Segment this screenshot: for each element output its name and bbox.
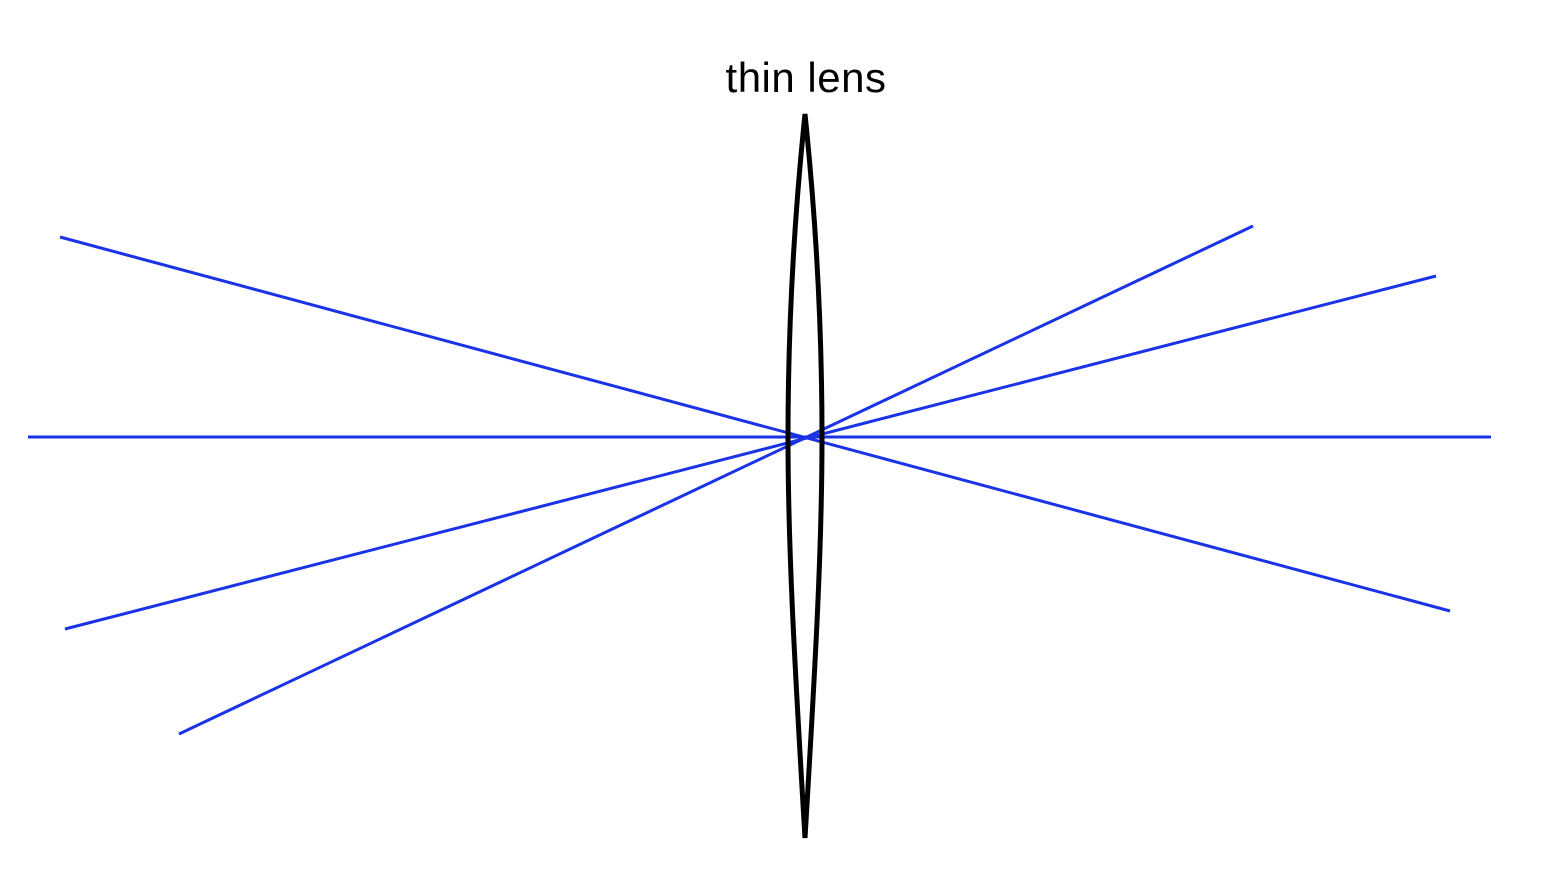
lens-label: thin lens: [725, 54, 887, 101]
ray-lower-left-to-upper-right: [64, 274, 1437, 631]
ray-steep-lower-left-to-upper-right: [178, 224, 1254, 736]
ray-upper-left-to-lower-right: [59, 235, 1451, 613]
thin-lens-outline: [785, 113, 825, 839]
rays-group: [28, 224, 1491, 736]
